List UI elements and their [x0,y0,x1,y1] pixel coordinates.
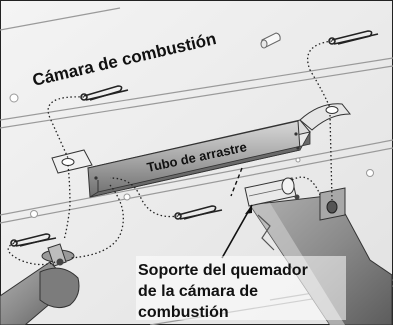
hairpin-clip-bottom-left [10,233,57,247]
callout-arrow [221,204,253,259]
label-burner-support: Soporte del quemador de la cámara de com… [136,256,346,321]
alignment-dashed-line [230,167,243,197]
dotted-guide-lines [7,40,333,266]
hairpin-clip-middle [174,205,223,220]
hairpin-clip-top-left [80,85,129,101]
hairpin-clip-top-right [328,30,379,45]
burner-tube-left [0,243,80,325]
label-burner-support-line3: combustión [138,304,229,321]
label-burner-support-line1: Soporte del quemador [138,262,308,279]
label-burner-support-line2: de la cámara de [138,283,258,300]
burner-support-bracket [244,177,300,207]
pin [260,32,281,49]
carryover-tube [51,103,352,198]
